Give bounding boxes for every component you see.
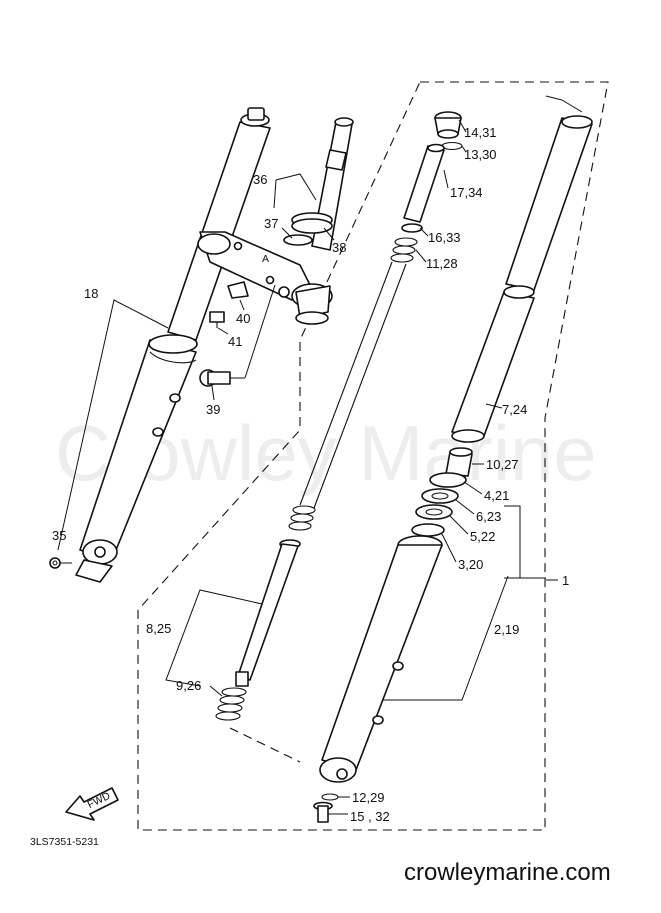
label-14-31: 14,31 — [464, 125, 497, 140]
assembled-fork — [75, 107, 271, 583]
label-3-20: 3,20 — [458, 557, 483, 572]
label-40: 40 — [236, 311, 250, 326]
label-10-27: 10,27 — [486, 457, 519, 472]
spring-seat — [390, 223, 423, 263]
label-8-25: 8,25 — [146, 621, 171, 636]
label-13-30: 13,30 — [464, 147, 497, 162]
spacer — [403, 143, 445, 223]
exploded-view-boundary — [137, 81, 609, 831]
label-4-21: 4,21 — [484, 488, 509, 503]
fork-cap — [434, 111, 463, 151]
clamp-40 — [227, 281, 249, 299]
bracket-mark-a: A — [262, 253, 269, 265]
guide-bush — [445, 447, 473, 477]
site-url: crowleymarine.com — [404, 859, 611, 886]
fwd-arrow: FWD — [65, 787, 119, 821]
damper-rod — [235, 539, 301, 687]
label-35: 35 — [52, 528, 66, 543]
bolt-35 — [49, 557, 72, 569]
bolt-41 — [209, 311, 225, 328]
label-9-26: 9,26 — [176, 678, 201, 693]
label-39: 39 — [206, 402, 220, 417]
inner-tube — [451, 95, 593, 443]
outer-tube — [319, 535, 443, 783]
under-bracket — [197, 231, 333, 325]
label-6-23: 6,23 — [476, 509, 501, 524]
steering-stem — [283, 117, 354, 251]
label-12-29: 12,29 — [352, 790, 385, 805]
label-5-22: 5,22 — [470, 529, 495, 544]
label-1: 1 — [562, 573, 569, 588]
label-2-19: 2,19 — [494, 622, 519, 637]
bolt-39 — [199, 284, 276, 387]
label-16-33: 16,33 — [428, 230, 461, 245]
leader-lines — [57, 119, 546, 815]
label-36: 36 — [253, 172, 267, 187]
label-41: 41 — [228, 334, 242, 349]
fork-spring — [288, 261, 407, 531]
drawing-code: 3LS7351-5231 — [30, 836, 99, 848]
label-11-28: 11,28 — [426, 256, 458, 271]
rebound-spring — [215, 687, 247, 721]
label-17-34: 17,34 — [450, 185, 483, 200]
label-37: 37 — [264, 216, 278, 231]
label-15-32: 15 , 32 — [350, 809, 390, 824]
oil-seal-stack — [411, 472, 467, 537]
label-18: 18 — [84, 286, 98, 301]
label-38: 38 — [332, 240, 346, 255]
bottom-bolt — [313, 793, 339, 823]
label-7-24: 7,24 — [502, 402, 527, 417]
dashed-guide-lower — [229, 727, 301, 763]
